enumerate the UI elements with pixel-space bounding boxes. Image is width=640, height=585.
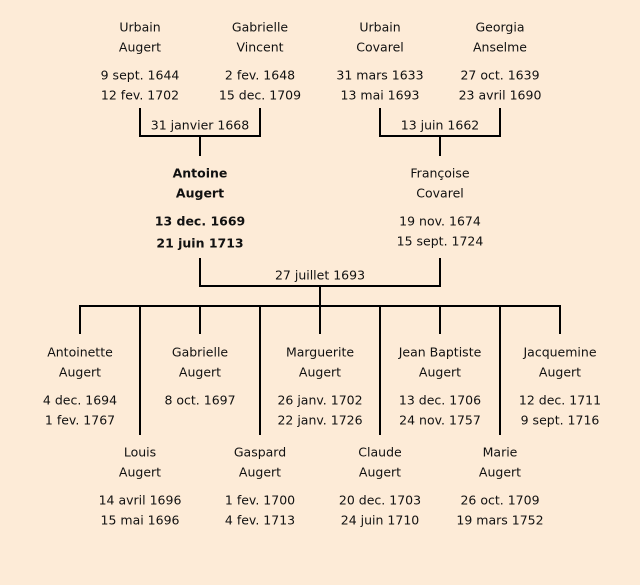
person-death-date: 19 mars 1752 <box>456 512 544 528</box>
person-death-date: 24 nov. 1757 <box>399 412 481 428</box>
person-birth-date: 13 dec. 1669 <box>154 213 246 229</box>
connector-line <box>499 108 501 137</box>
person-first-name: Urbain <box>359 19 401 35</box>
person-last-name: Anselme <box>472 39 528 55</box>
person-birth-date: 12 dec. 1711 <box>518 392 602 408</box>
person-death-date: 23 avril 1690 <box>458 87 542 103</box>
connector-line <box>259 305 261 435</box>
connector-line <box>139 108 141 137</box>
connector-line <box>139 305 141 435</box>
person-last-name: Vincent <box>236 39 284 55</box>
person-last-name: Augert <box>118 464 162 480</box>
person-death-date: 22 janv. 1726 <box>277 412 363 428</box>
person-birth-date: 2 fev. 1648 <box>224 67 296 83</box>
person-birth-date: 14 avril 1696 <box>98 492 182 508</box>
connector-line <box>79 305 81 334</box>
person-death-date: 9 sept. 1716 <box>520 412 600 428</box>
person-first-name: Gabrielle <box>231 19 289 35</box>
person-birth-date: 26 oct. 1709 <box>460 492 540 508</box>
person-first-name: Georgia <box>475 19 525 35</box>
person-first-name: Gaspard <box>233 444 287 460</box>
person-birth-date: 20 dec. 1703 <box>338 492 422 508</box>
person-death-date: 15 dec. 1709 <box>218 87 302 103</box>
person-birth-date: 27 oct. 1639 <box>460 67 540 83</box>
connector-line <box>379 305 381 435</box>
connector-line <box>199 305 201 334</box>
connector-line <box>199 135 201 156</box>
marriage-date: 31 janvier 1668 <box>150 117 250 133</box>
person-birth-date: 26 janv. 1702 <box>277 392 363 408</box>
person-first-name: Marie <box>482 444 518 460</box>
person-birth-date: 1 fev. 1700 <box>224 492 296 508</box>
connector-line <box>319 285 321 306</box>
person-death-date: 15 sept. 1724 <box>396 233 484 249</box>
person-death-date: 13 mai 1693 <box>340 87 420 103</box>
person-last-name: Augert <box>238 464 282 480</box>
person-last-name: Augert <box>358 464 402 480</box>
connector-line <box>499 305 501 435</box>
connector-line <box>259 108 261 137</box>
person-birth-date: 13 dec. 1706 <box>398 392 482 408</box>
person-death-date: 12 fev. 1702 <box>100 87 180 103</box>
person-last-name: Augert <box>175 185 225 201</box>
person-first-name: Antoinette <box>47 344 113 360</box>
person-last-name: Augert <box>118 39 162 55</box>
person-last-name: Augert <box>478 464 522 480</box>
connector-line <box>199 258 201 287</box>
marriage-date: 27 juillet 1693 <box>274 267 366 283</box>
person-death-date: 1 fev. 1767 <box>44 412 116 428</box>
person-birth-date: 8 oct. 1697 <box>164 392 236 408</box>
person-first-name: Louis <box>123 444 157 460</box>
connector-line <box>559 305 561 334</box>
connector-line <box>319 305 321 334</box>
person-last-name: Augert <box>58 364 102 380</box>
person-first-name: Claude <box>358 444 402 460</box>
person-death-date: 4 fev. 1713 <box>224 512 296 528</box>
person-last-name: Augert <box>418 364 462 380</box>
person-last-name: Covarel <box>416 185 464 201</box>
person-birth-date: 9 sept. 1644 <box>100 67 180 83</box>
person-first-name: Jean Baptiste <box>398 344 482 360</box>
person-first-name: Antoine <box>172 165 228 181</box>
connector-line <box>439 305 441 334</box>
person-birth-date: 4 dec. 1694 <box>42 392 118 408</box>
person-last-name: Augert <box>538 364 582 380</box>
person-first-name: Françoise <box>410 165 470 181</box>
person-birth-date: 31 mars 1633 <box>336 67 424 83</box>
person-last-name: Augert <box>178 364 222 380</box>
person-birth-date: 19 nov. 1674 <box>399 213 481 229</box>
person-death-date: 21 juin 1713 <box>156 235 244 251</box>
connector-line <box>439 258 441 287</box>
person-first-name: Marguerite <box>285 344 355 360</box>
connector-line <box>439 135 441 156</box>
person-first-name: Urbain <box>119 19 161 35</box>
person-first-name: Gabrielle <box>171 344 229 360</box>
person-last-name: Covarel <box>356 39 404 55</box>
marriage-date: 13 juin 1662 <box>400 117 480 133</box>
person-first-name: Jacquemine <box>523 344 597 360</box>
person-death-date: 15 mai 1696 <box>100 512 180 528</box>
connector-line <box>379 108 381 137</box>
person-last-name: Augert <box>298 364 342 380</box>
person-death-date: 24 juin 1710 <box>340 512 420 528</box>
